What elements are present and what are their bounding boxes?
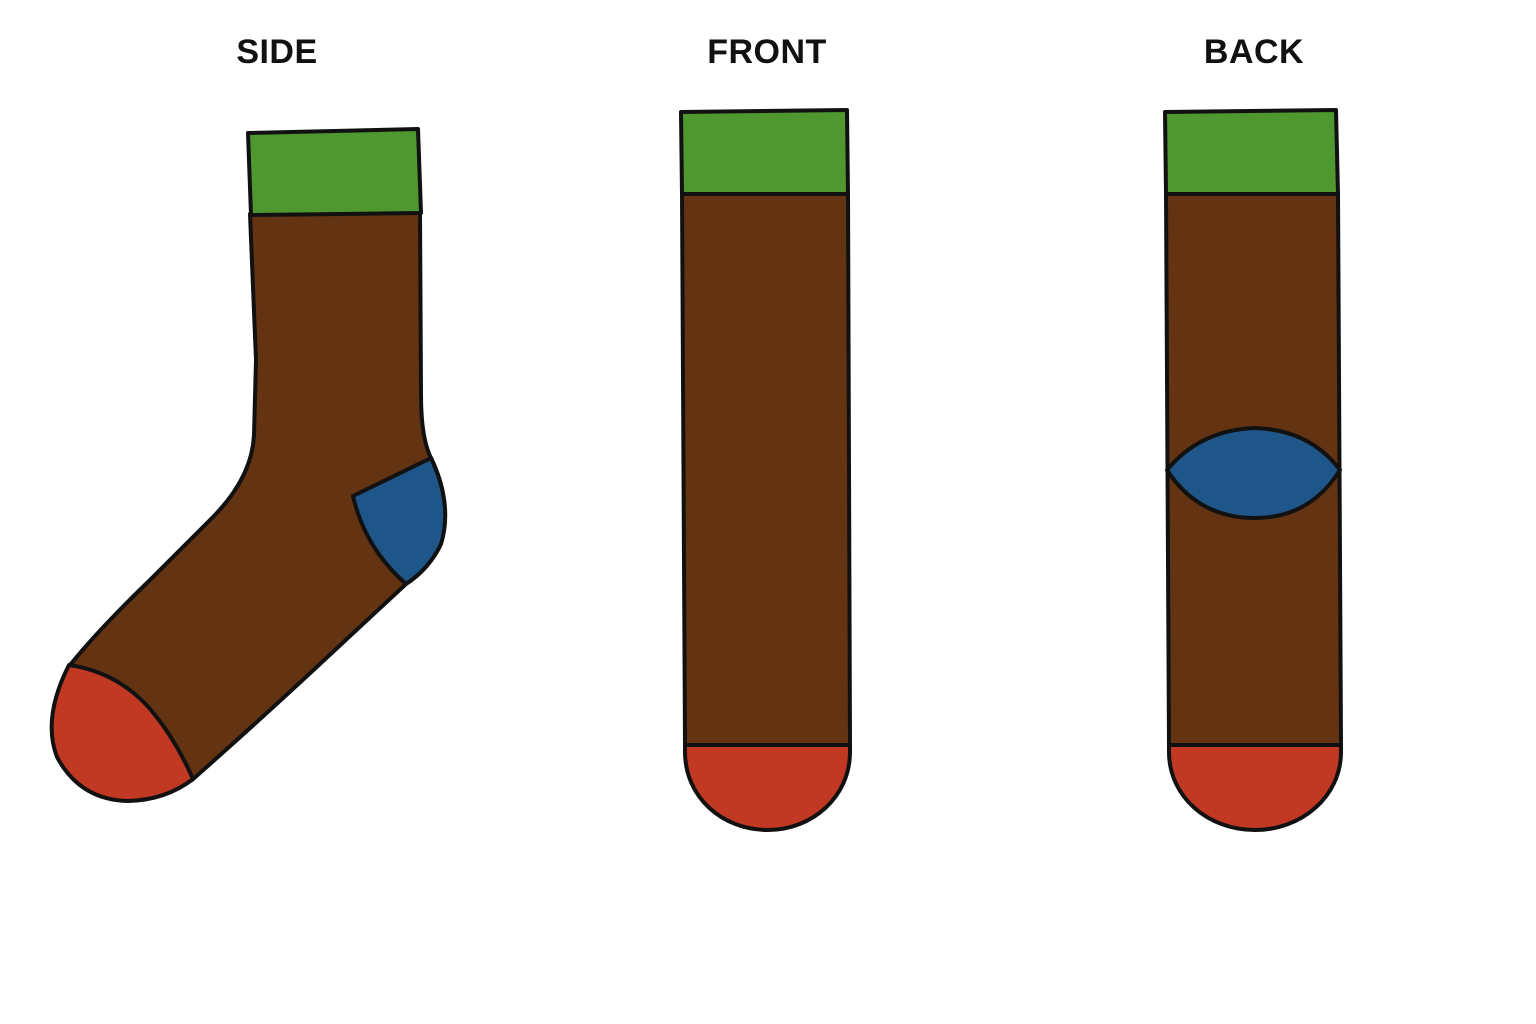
back-view-label: BACK [1203,33,1305,71]
front-sock-cuff [679,108,850,196]
side-sock-cuff [246,127,423,217]
back-sock-heel [1165,426,1342,520]
back-sock-toe [1167,743,1343,832]
back-view-sock [1163,108,1343,832]
front-sock-toe [683,743,852,832]
back-sock-cuff [1163,108,1340,196]
side-view-label: SIDE [236,33,318,71]
side-sock-heel [351,456,448,586]
side-view-sock [49,127,448,803]
front-view-sock [679,108,852,832]
front-sock-body [680,191,852,747]
front-view-label: FRONT [707,33,827,71]
side-sock-toe [49,663,195,803]
